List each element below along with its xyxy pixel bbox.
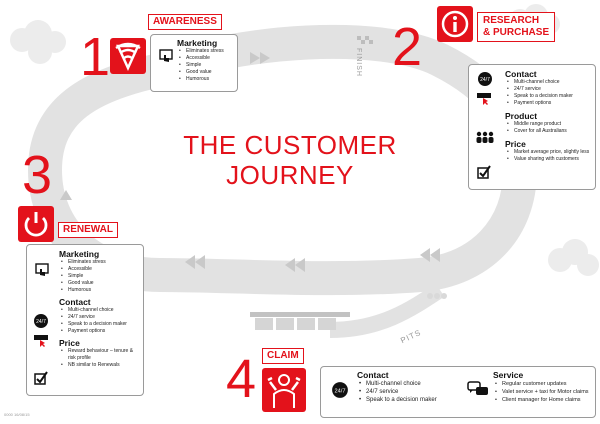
list-item: Accessible (179, 55, 233, 62)
list-item: Humorous (179, 76, 233, 83)
list-item: Speak to a decision maker (61, 321, 139, 328)
list-item: Multi-channel choice (507, 79, 591, 86)
list-item: Accessible (61, 266, 139, 273)
svg-text:24/7: 24/7 (335, 388, 346, 394)
stage2-tag: RESEARCH & PURCHASE (477, 12, 556, 42)
stage4-service-title: Service (493, 370, 524, 380)
stage3-card: Marketing Eliminates stress Accessible S… (26, 244, 144, 396)
finish-line-flag (357, 36, 373, 44)
page-title: THE CUSTOMER JOURNEY (150, 130, 430, 190)
list-item: Multi-channel choice (359, 380, 469, 388)
list-item: Simple (179, 62, 233, 69)
list-item: Multi-channel choice (61, 307, 139, 314)
stage4-icon-box (262, 368, 306, 412)
tyres-decoration (427, 293, 447, 299)
list-item: Simple (61, 273, 139, 280)
broadcast-signal-icon (115, 42, 141, 72)
stage2-number: 2 (392, 17, 423, 77)
finish-label: FINISH (355, 48, 362, 77)
headset-icon: 24/7 (332, 382, 348, 398)
people-icon (476, 131, 494, 143)
stage2-price-title: Price (505, 139, 526, 149)
stage3-contact-list: Multi-channel choice 24/7 service Speak … (59, 307, 139, 335)
list-item: Value sharing with customers (507, 156, 591, 163)
mechanic-icon (267, 374, 301, 408)
list-item: Payment options (61, 328, 139, 335)
pit-garages (250, 312, 350, 330)
footnote: 0000 16/08/15 (4, 412, 30, 417)
stage2-tag-line-2: & PURCHASE (483, 27, 550, 38)
stage1-marketing-list: Eliminates stress Accessible Simple Good… (177, 48, 233, 83)
list-item: NB similar to Renewals (61, 362, 139, 369)
stage2-card: 24/7 Contact Multi-channel choice 24/7 s… (468, 64, 596, 190)
hand-screen-icon (35, 263, 49, 276)
list-item: Valet service + taxi for Motor claims (495, 388, 595, 396)
stage3-contact-title: Contact (59, 297, 91, 307)
list-item: Client manager for Home claims (495, 396, 595, 404)
list-item: Regular customer updates (495, 380, 595, 388)
headset-icon: 24/7 (34, 314, 48, 328)
list-item: Payment options (507, 100, 591, 107)
list-item: Humorous (61, 287, 139, 294)
title-line-2: JOURNEY (226, 160, 354, 190)
stage4-service-list: Regular customer updates Valet service +… (493, 380, 595, 404)
stage2-product-title: Product (505, 111, 538, 121)
stage4-service-block: Service Regular customer updates Valet s… (493, 370, 595, 404)
track-arrows (60, 52, 440, 272)
stage3-icon-box (18, 206, 54, 242)
hand-screen-icon (159, 49, 173, 62)
stage3-tag: RENEWAL (58, 222, 118, 238)
stage2-price-list: Market average price, slightly less Valu… (505, 149, 591, 163)
stage3-number: 3 (22, 145, 53, 205)
stage1-card: Marketing Eliminates stress Accessible S… (150, 34, 238, 92)
renew-power-icon (24, 212, 48, 237)
stage3-price-list: Reward behaviour – tenure & risk profile… (59, 348, 139, 369)
info-icon (441, 10, 469, 38)
list-item: Market average price, slightly less (507, 149, 591, 156)
svg-text:24/7: 24/7 (36, 319, 46, 325)
stage2-tag-line-1: RESEARCH (483, 15, 540, 26)
stage3-marketing-list: Eliminates stress Accessible Simple Good… (59, 259, 139, 294)
cursor-card-icon (477, 93, 491, 105)
list-item: Speak to a decision maker (507, 93, 591, 100)
list-item: Eliminates stress (61, 259, 139, 266)
list-item: Eliminates stress (179, 48, 233, 55)
stage2-contact-title: Contact (505, 69, 537, 79)
chat-bubbles-icon (467, 381, 488, 395)
list-item: 24/7 service (359, 388, 469, 396)
headset-icon: 24/7 (478, 72, 492, 86)
stage4-contact-block: Contact Multi-channel choice 24/7 servic… (357, 370, 469, 404)
list-item: Good value (179, 69, 233, 76)
stage4-number: 4 (226, 349, 257, 409)
stage3-marketing-title: Marketing (59, 249, 100, 259)
stage1-tag: AWARENESS (148, 14, 222, 30)
track-path (27, 24, 538, 296)
stage4-card: 24/7 Contact Multi-channel choice 24/7 s… (320, 366, 596, 418)
list-item: Good value (61, 280, 139, 287)
list-item: Cover for all Australians (507, 128, 591, 135)
list-item: 24/7 service (61, 314, 139, 321)
checkbox-icon (34, 371, 48, 385)
pit-lane (329, 283, 445, 338)
stage4-contact-list: Multi-channel choice 24/7 service Speak … (357, 380, 469, 404)
list-item: 24/7 service (507, 86, 591, 93)
stage2-contact-list: Multi-channel choice 24/7 service Speak … (505, 79, 591, 107)
stage1-icon-box (110, 38, 146, 74)
cursor-card-icon (34, 335, 48, 347)
title-line-1: THE CUSTOMER (183, 130, 397, 160)
list-item: Speak to a decision maker (359, 396, 469, 404)
stage1-marketing-title: Marketing (177, 38, 218, 48)
list-item: Reward behaviour – tenure & risk profile (61, 348, 139, 362)
stage2-product-list: Middle range product Cover for all Austr… (505, 121, 591, 135)
list-item: Middle range product (507, 121, 591, 128)
checkbox-icon (477, 165, 491, 179)
svg-text:24/7: 24/7 (480, 77, 490, 83)
stage2-icon-box (437, 6, 473, 42)
stage4-tag: CLAIM (262, 348, 304, 364)
stage3-price-title: Price (59, 338, 80, 348)
stage4-contact-title: Contact (357, 370, 389, 380)
stage1-number: 1 (80, 27, 111, 87)
